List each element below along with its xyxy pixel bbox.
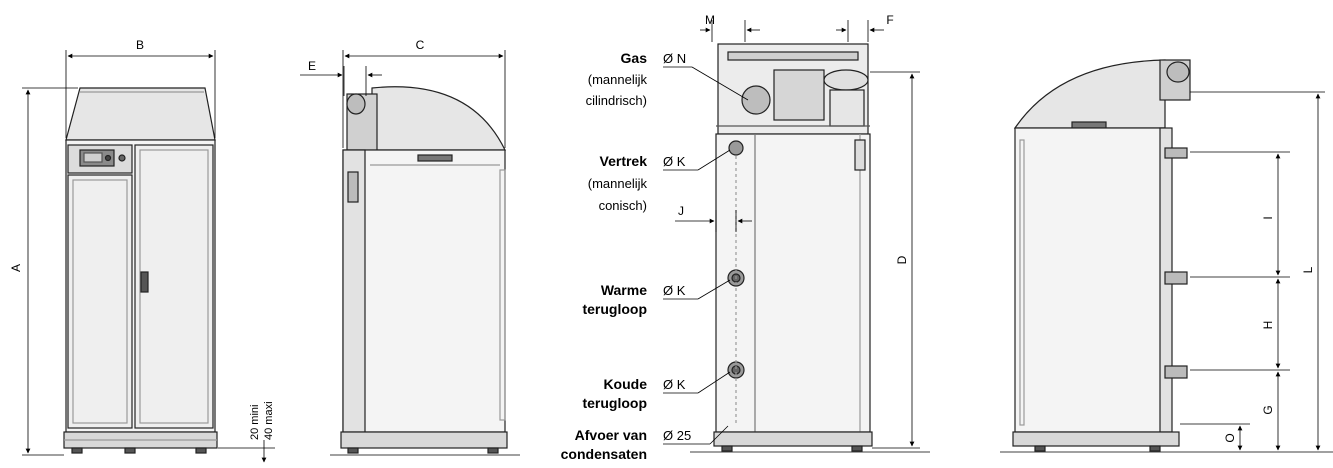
dim-A <box>22 87 78 456</box>
dim-M <box>700 20 760 42</box>
connection-afvoer: Afvoer van condensaten Ø 25 <box>561 425 729 462</box>
koude-size: Ø K <box>663 377 686 392</box>
afvoer-size: Ø 25 <box>663 428 691 443</box>
gas-sub1: (mannelijk <box>588 72 648 87</box>
warme-title2: terugloop <box>582 301 647 317</box>
dim-heights <box>1180 91 1325 451</box>
dim-label-I: I <box>1261 216 1275 219</box>
afvoer-title2: condensaten <box>561 446 647 462</box>
feet-note <box>218 440 275 463</box>
afvoer-title1: Afvoer van <box>575 427 647 443</box>
dim-label-J: J <box>678 204 684 218</box>
side-right-view <box>1000 59 1333 453</box>
dim-J <box>675 210 752 232</box>
dim-label-A: A <box>9 264 23 272</box>
feet-max-label: 40 maxi <box>263 401 275 440</box>
connection-warme: Warme terugloop Ø K <box>582 279 731 317</box>
dim-B <box>65 50 216 138</box>
dim-D <box>870 71 920 449</box>
dim-label-F: F <box>886 13 893 27</box>
vertrek-sub2: conisch) <box>599 198 647 213</box>
koude-title1: Koude <box>603 376 647 392</box>
dim-label-C: C <box>416 38 425 52</box>
dim-F <box>836 20 884 42</box>
koude-title2: terugloop <box>582 395 647 411</box>
vertrek-sub1: (mannelijk <box>588 176 648 191</box>
dim-label-B: B <box>136 38 144 52</box>
connection-vertrek: Vertrek (mannelijk conisch) Ø K <box>588 149 731 213</box>
connection-koude: Koude terugloop Ø K <box>582 371 731 411</box>
dim-label-M: M <box>705 13 715 27</box>
vertrek-title: Vertrek <box>600 153 648 169</box>
gas-size: Ø N <box>663 51 686 66</box>
vertrek-size: Ø K <box>663 154 686 169</box>
dim-C <box>342 50 506 148</box>
dim-label-O: O <box>1223 433 1237 442</box>
gas-title: Gas <box>621 50 648 66</box>
rear-view <box>690 43 930 453</box>
dim-label-D: D <box>895 255 909 264</box>
dim-label-G: G <box>1261 405 1275 414</box>
dim-E <box>300 66 382 96</box>
connection-gas: Gas (mannelijk cilindrisch) Ø N <box>586 50 749 108</box>
warme-title1: Warme <box>601 282 647 298</box>
dim-label-H: H <box>1261 321 1275 330</box>
front-view <box>63 87 218 454</box>
dim-label-L: L <box>1301 266 1315 273</box>
gas-sub2: cilindrisch) <box>586 93 647 108</box>
warme-size: Ø K <box>663 283 686 298</box>
dim-label-E: E <box>308 59 316 73</box>
feet-min-label: 20 mini <box>249 405 261 440</box>
side-view <box>330 86 520 456</box>
